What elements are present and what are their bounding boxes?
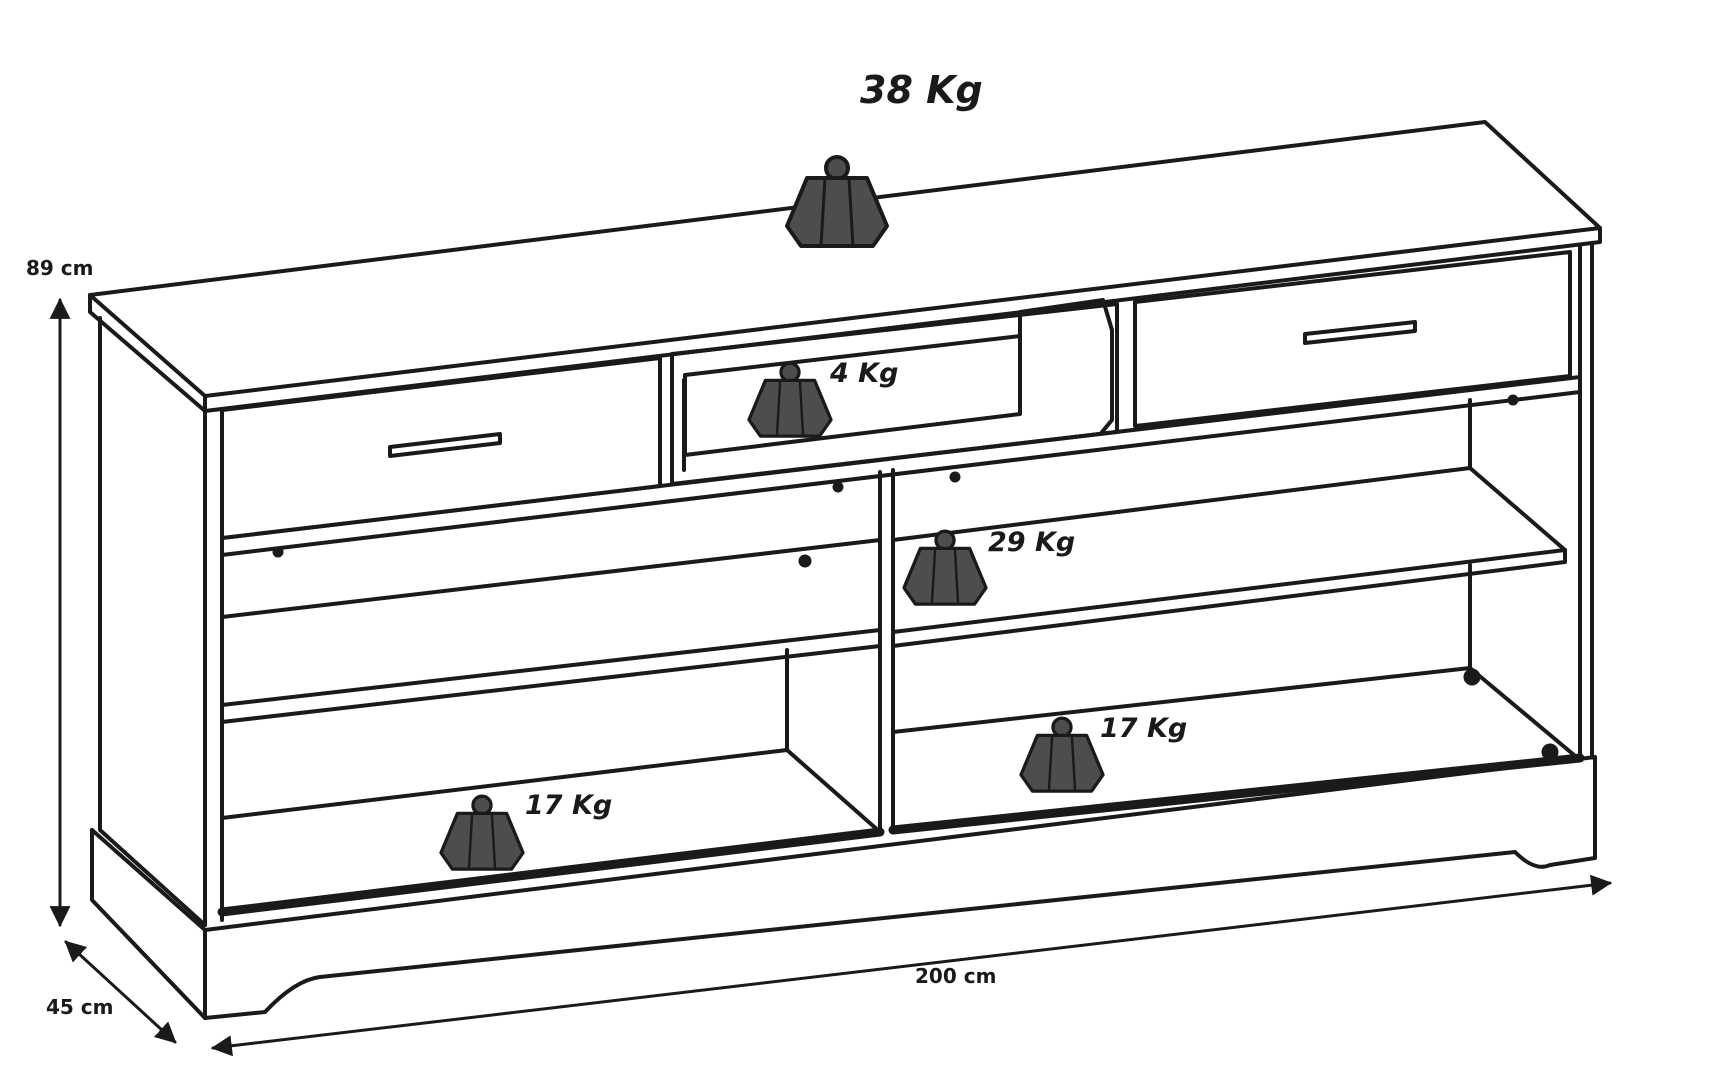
shelf-weight-label: 29 Kg (988, 527, 1076, 558)
right-shelf (891, 466, 1567, 634)
left-bottom-floor (217, 827, 885, 917)
weight-icon (1019, 716, 1105, 793)
weight-icon (439, 794, 525, 871)
base-plinth (90, 755, 1597, 1020)
drawer-handle-icon (388, 320, 1417, 458)
bottom-right-weight-label: 17 Kg (1100, 713, 1188, 744)
depth-dimension-label: 45 cm (46, 995, 114, 1019)
right-bottom-floor (888, 753, 1585, 835)
dimension-arrow (64, 940, 177, 1044)
weight-icon (785, 155, 889, 248)
height-dimension-label: 89 cm (26, 256, 94, 280)
weight-icon (902, 529, 988, 606)
left-side-panel (98, 316, 207, 927)
weight-icon (747, 361, 833, 438)
drawer-weight-label: 4 Kg (830, 358, 899, 389)
dimension-arrow (210, 874, 1613, 1057)
width-dimension-label: 200 cm (915, 964, 997, 988)
left-upper-shelf (220, 538, 882, 619)
top-front-edge (203, 226, 1602, 398)
top-weight-label: 38 Kg (860, 68, 983, 112)
bottom-left-weight-label: 17 Kg (525, 790, 613, 821)
